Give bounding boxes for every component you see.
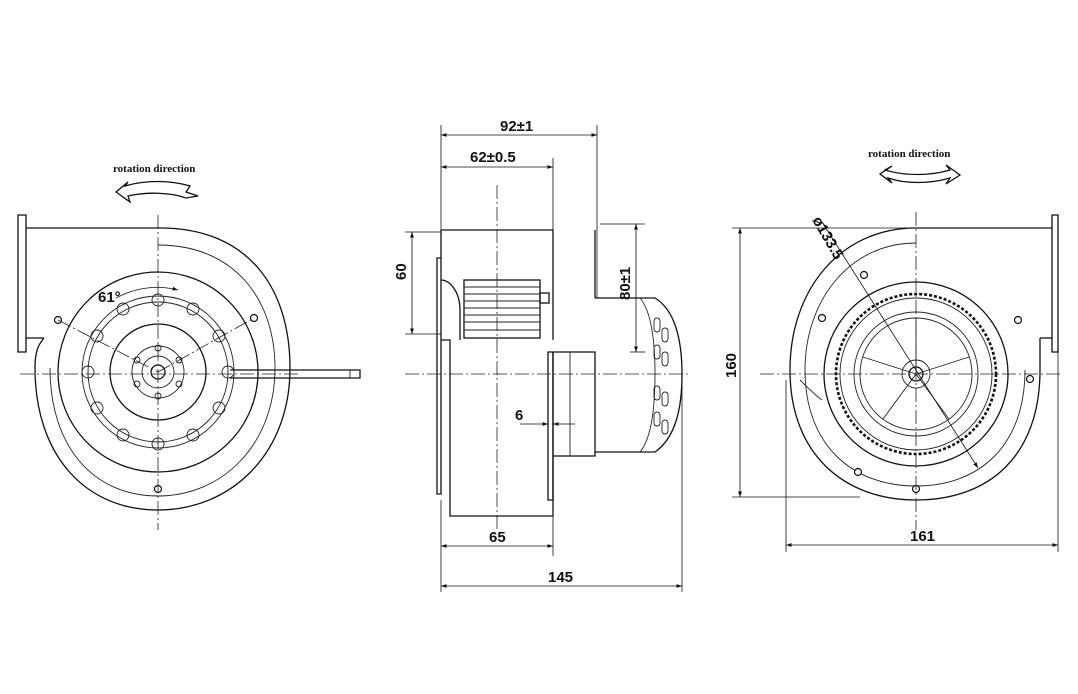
dimension-160: 160 [723, 353, 740, 378]
rotation-direction-right: rotation direction [868, 148, 950, 160]
dimension-diameter-133: ø133.5 [809, 214, 847, 263]
dimension-92: 92±1 [500, 118, 533, 135]
dimension-62: 62±0.5 [470, 149, 516, 166]
rear-view: ø133.5 160 161 rotation direction [723, 148, 1060, 552]
front-view: 61° rotation direction [17, 163, 361, 530]
dimension-6: 6 [515, 407, 523, 424]
dimension-60: 60 [393, 263, 410, 280]
dimension-80: 80±1 [617, 267, 634, 300]
dimension-145: 145 [548, 569, 573, 586]
dimension-161: 161 [910, 528, 935, 545]
rotation-direction-left: rotation direction [113, 163, 195, 175]
impeller-side [463, 279, 550, 339]
side-view: 92±1 62±0.5 60 80±1 6 65 145 [393, 118, 690, 592]
dimension-65: 65 [489, 529, 506, 546]
angle-label: 61° [98, 289, 121, 306]
dome-vents [653, 317, 669, 435]
